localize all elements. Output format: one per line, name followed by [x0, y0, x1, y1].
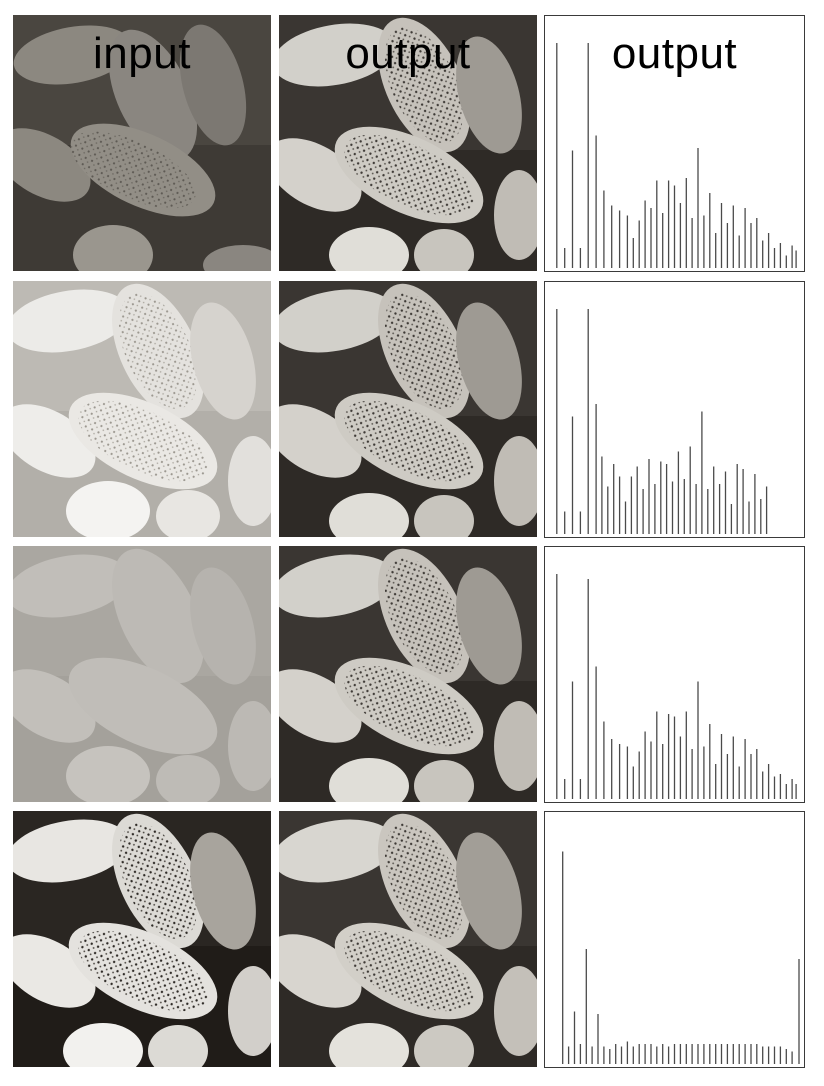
- column-header-histogram: output: [611, 29, 738, 78]
- column-header-input: input: [93, 29, 191, 78]
- pollen-image: [13, 546, 271, 802]
- pollen-image: [13, 15, 271, 271]
- input-image-low-contrast: [13, 546, 271, 802]
- output-image-equalized: [279, 281, 537, 537]
- column-header-output: output: [345, 29, 471, 78]
- histogram-panel-4: [544, 811, 805, 1068]
- histogram-panel-1: [544, 15, 805, 272]
- pollen-image: [13, 811, 271, 1067]
- histogram-chart: [556, 574, 797, 799]
- input-image-high-contrast: [13, 811, 271, 1067]
- input-image-dark: [13, 15, 271, 271]
- histogram-chart: [556, 309, 768, 534]
- histogram-chart: [556, 43, 797, 268]
- pollen-image: [13, 281, 271, 537]
- output-image-equalized: [279, 546, 537, 802]
- pollen-image: [279, 546, 537, 802]
- pollen-image: [279, 281, 537, 537]
- histogram-panel-3: [544, 546, 805, 803]
- output-image-equalized: [279, 811, 537, 1067]
- histogram-chart: [562, 851, 800, 1064]
- output-image-equalized: [279, 15, 537, 271]
- pollen-image: [279, 811, 537, 1067]
- pollen-image: [279, 15, 537, 271]
- histogram-panel-2: [544, 281, 805, 538]
- input-image-light: [13, 281, 271, 537]
